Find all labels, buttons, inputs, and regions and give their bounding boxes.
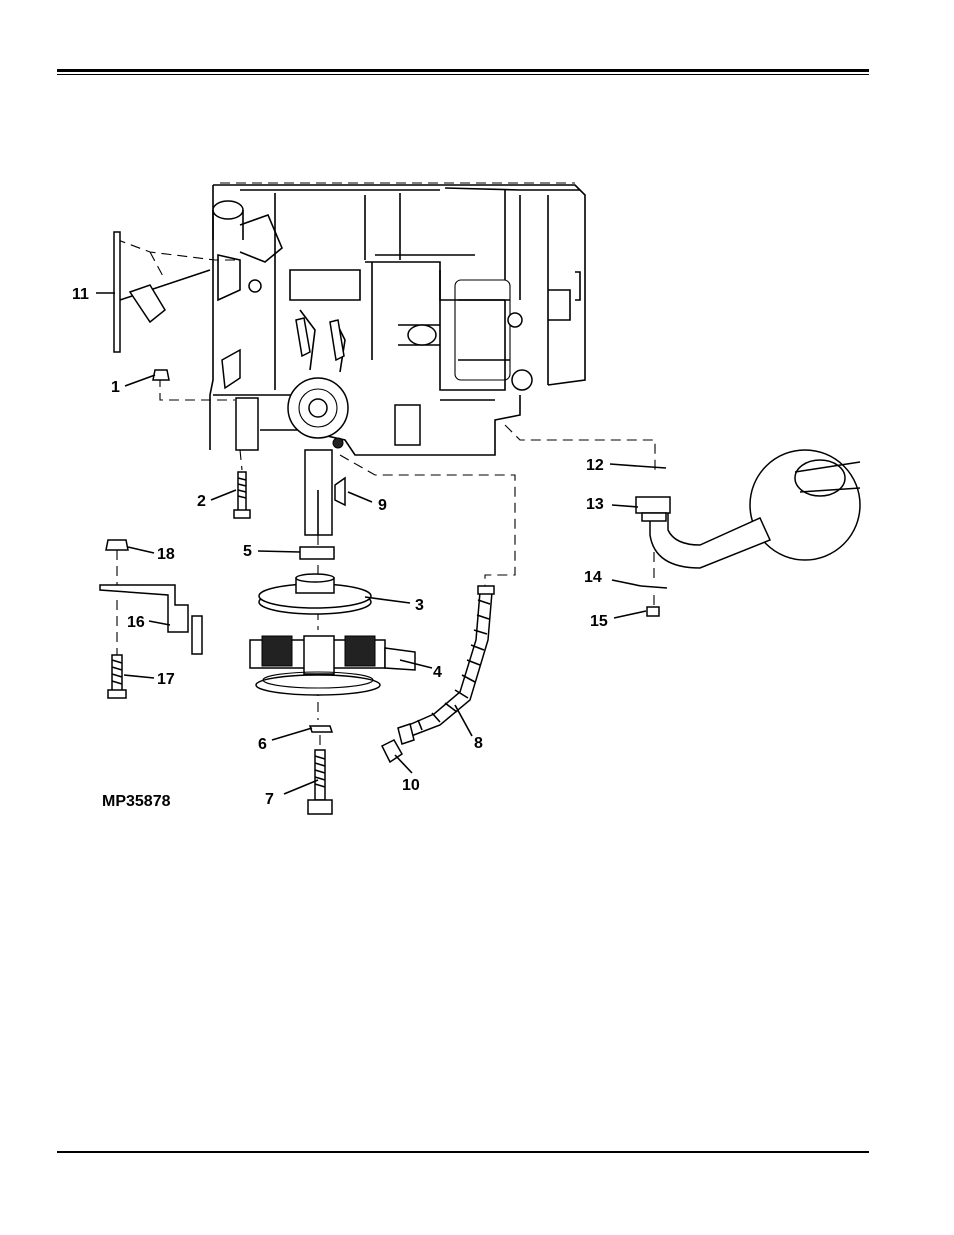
callout-15: 15	[590, 613, 608, 630]
part-14-washer	[641, 586, 667, 588]
callout-13: 13	[586, 496, 604, 513]
part-18-nut	[106, 540, 128, 550]
part-17-bolt	[108, 655, 126, 698]
callout-3: 3	[415, 597, 424, 614]
callout-8: 8	[474, 735, 483, 752]
part-4-clutch	[250, 636, 415, 695]
part-6-washer	[310, 726, 332, 732]
callout-4: 4	[433, 664, 442, 681]
part-1-nut	[153, 370, 169, 380]
callout-10: 10	[402, 777, 420, 794]
part-3-pulley	[259, 574, 371, 614]
figure-id: MP35878	[102, 793, 171, 810]
callout-leaders	[96, 293, 646, 794]
part-11-dipstick	[114, 232, 210, 352]
callout-2: 2	[197, 493, 206, 510]
callout-17: 17	[157, 671, 175, 688]
callout-11: 11	[72, 286, 89, 303]
part-5-spacer	[300, 547, 334, 559]
callout-6: 6	[258, 736, 267, 753]
part-16-bracket	[100, 585, 202, 654]
part-13-tube-assembly	[636, 450, 860, 568]
part-12-gasket	[637, 466, 666, 468]
callout-12: 12	[586, 457, 604, 474]
callout-9: 9	[378, 497, 387, 514]
callout-5: 5	[243, 543, 252, 560]
callout-7: 7	[265, 791, 274, 808]
part-9-key	[335, 478, 345, 505]
callout-labels: 11 1 2 9 18 5 3 16 4 17 6 8 7 10 12 13 1…	[72, 286, 608, 810]
callout-1: 1	[111, 379, 120, 396]
callout-14: 14	[584, 569, 602, 586]
callout-18: 18	[157, 546, 175, 563]
callout-16: 16	[127, 614, 145, 631]
part-15-screw	[647, 607, 659, 616]
part-2-bolt	[234, 472, 250, 518]
